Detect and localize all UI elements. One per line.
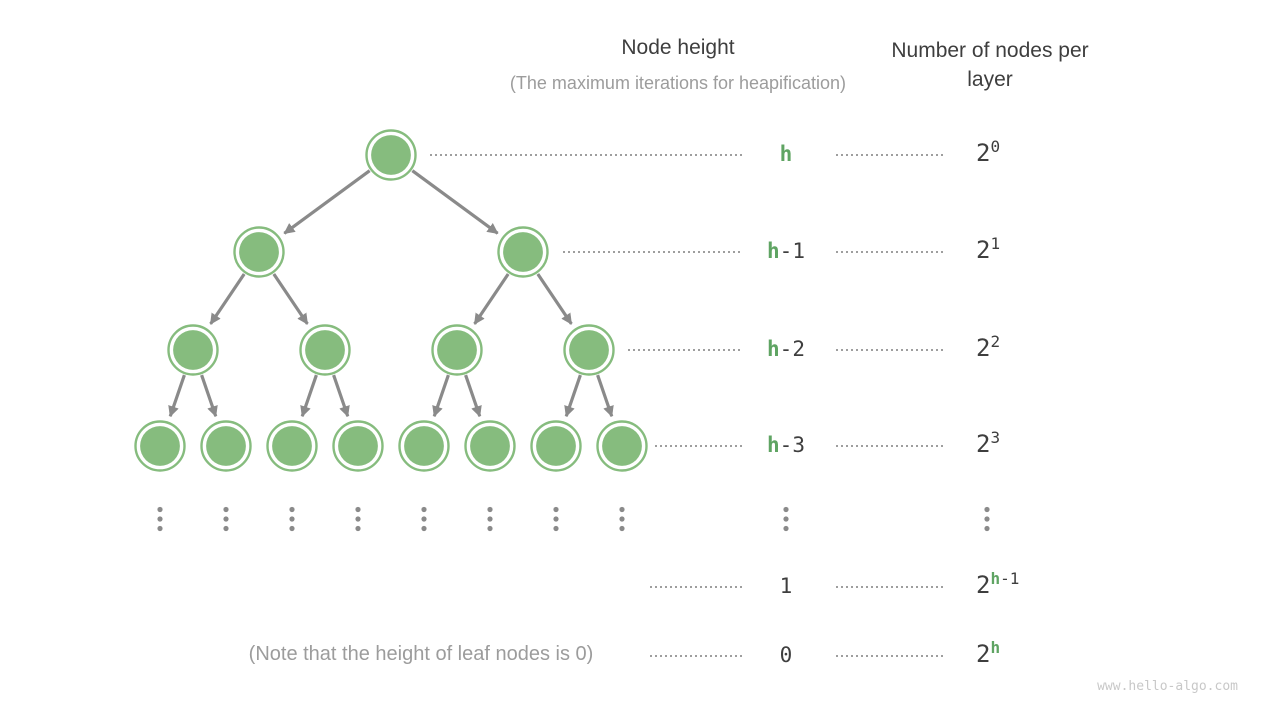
exponent: h-1 <box>990 569 1020 588</box>
vertical-ellipsis-dot <box>619 516 625 522</box>
vertical-ellipsis-dot <box>223 525 229 532</box>
vertical-ellipsis-dot <box>783 516 789 522</box>
vertical-ellipsis-dot <box>421 525 427 532</box>
vertical-ellipsis-dot <box>421 506 427 513</box>
tree-node-core <box>272 426 312 466</box>
vertical-ellipsis-dot <box>355 506 361 513</box>
height-label: h <box>779 142 793 166</box>
nodes-per-layer-title: Number of nodes per layer <box>891 39 1089 91</box>
vertical-ellipsis-dot <box>553 516 559 522</box>
tree-node-core <box>371 135 411 175</box>
edge-arrow <box>473 273 510 325</box>
vertical-ellipsis-dot <box>487 506 493 513</box>
height-label: h-2 <box>767 337 805 361</box>
leaf-height-note: (Note that the height of leaf nodes is 0… <box>248 643 594 665</box>
edge-arrow <box>300 374 318 418</box>
edge-arrow <box>596 374 614 418</box>
node-count-label: 23 <box>976 428 1001 458</box>
tree-node-core <box>536 426 576 466</box>
edge-arrow <box>564 374 582 418</box>
vertical-ellipsis-dot <box>157 516 163 522</box>
tree-node-core <box>206 426 246 466</box>
edge-arrow <box>209 273 246 325</box>
vertical-ellipsis-dot <box>289 506 295 513</box>
height-label: 1 <box>779 574 793 598</box>
node-count-label: 21 <box>976 234 1001 264</box>
vertical-ellipsis-dot <box>984 516 990 522</box>
vertical-ellipsis-dot <box>984 525 990 532</box>
tree-node-core <box>338 426 378 466</box>
tree-node-core <box>404 426 444 466</box>
node-height-subtitle: (The maximum iterations for heapificatio… <box>509 73 847 93</box>
exponent: 3 <box>990 428 1001 447</box>
node-count-label: 2h-1 <box>976 569 1020 599</box>
edge-arrow <box>168 374 186 418</box>
edge-arrow <box>464 374 482 418</box>
node-count-label: 2h <box>976 638 1001 668</box>
node-count-label: 22 <box>976 332 1001 362</box>
edge-arrow <box>332 374 350 418</box>
height-label: h-3 <box>767 433 805 457</box>
vertical-ellipsis-dot <box>984 506 990 513</box>
height-label: 0 <box>779 643 793 667</box>
vertical-ellipsis-dot <box>355 516 361 522</box>
tree-node-core <box>602 426 642 466</box>
vertical-ellipsis-dot <box>355 525 361 532</box>
vertical-ellipsis-dot <box>289 516 295 522</box>
tree-node-core <box>305 330 345 370</box>
exponent: 1 <box>990 234 1001 253</box>
tree-node-core <box>437 330 477 370</box>
edge-arrow <box>200 374 218 418</box>
vertical-ellipsis-dot <box>487 525 493 532</box>
node-height-title: Node height <box>621 36 735 59</box>
exponent: 2 <box>990 332 1001 351</box>
vertical-ellipsis-dot <box>487 516 493 522</box>
vertical-ellipsis-dot <box>157 506 163 513</box>
vertical-ellipsis-dot <box>553 525 559 532</box>
edge-arrow <box>432 374 450 418</box>
vertical-ellipsis-dot <box>421 516 427 522</box>
vertical-ellipsis-dot <box>553 506 559 513</box>
exponent: 0 <box>990 137 1001 156</box>
tree-node-core <box>569 330 609 370</box>
vertical-ellipsis-dot <box>223 506 229 513</box>
vertical-ellipsis-dot <box>289 525 295 532</box>
vertical-ellipsis-dot <box>619 506 625 513</box>
edge-arrow <box>272 273 309 325</box>
tree-node-core <box>140 426 180 466</box>
tree-node-core <box>239 232 279 272</box>
height-label: h-1 <box>767 239 805 263</box>
node-count-label: 20 <box>976 137 1001 167</box>
edge-arrow <box>411 169 499 235</box>
tree-node-core <box>470 426 510 466</box>
vertical-ellipsis-dot <box>223 516 229 522</box>
vertical-ellipsis-dot <box>619 525 625 532</box>
vertical-ellipsis-dot <box>157 525 163 532</box>
edge-arrow <box>283 169 371 235</box>
tree-node-core <box>173 330 213 370</box>
edge-arrow <box>536 273 573 325</box>
vertical-ellipsis-dot <box>783 525 789 532</box>
vertical-ellipsis-dot <box>783 506 789 513</box>
watermark: www.hello-algo.com <box>1097 679 1238 694</box>
exponent: h <box>990 638 1001 657</box>
tree-node-core <box>503 232 543 272</box>
